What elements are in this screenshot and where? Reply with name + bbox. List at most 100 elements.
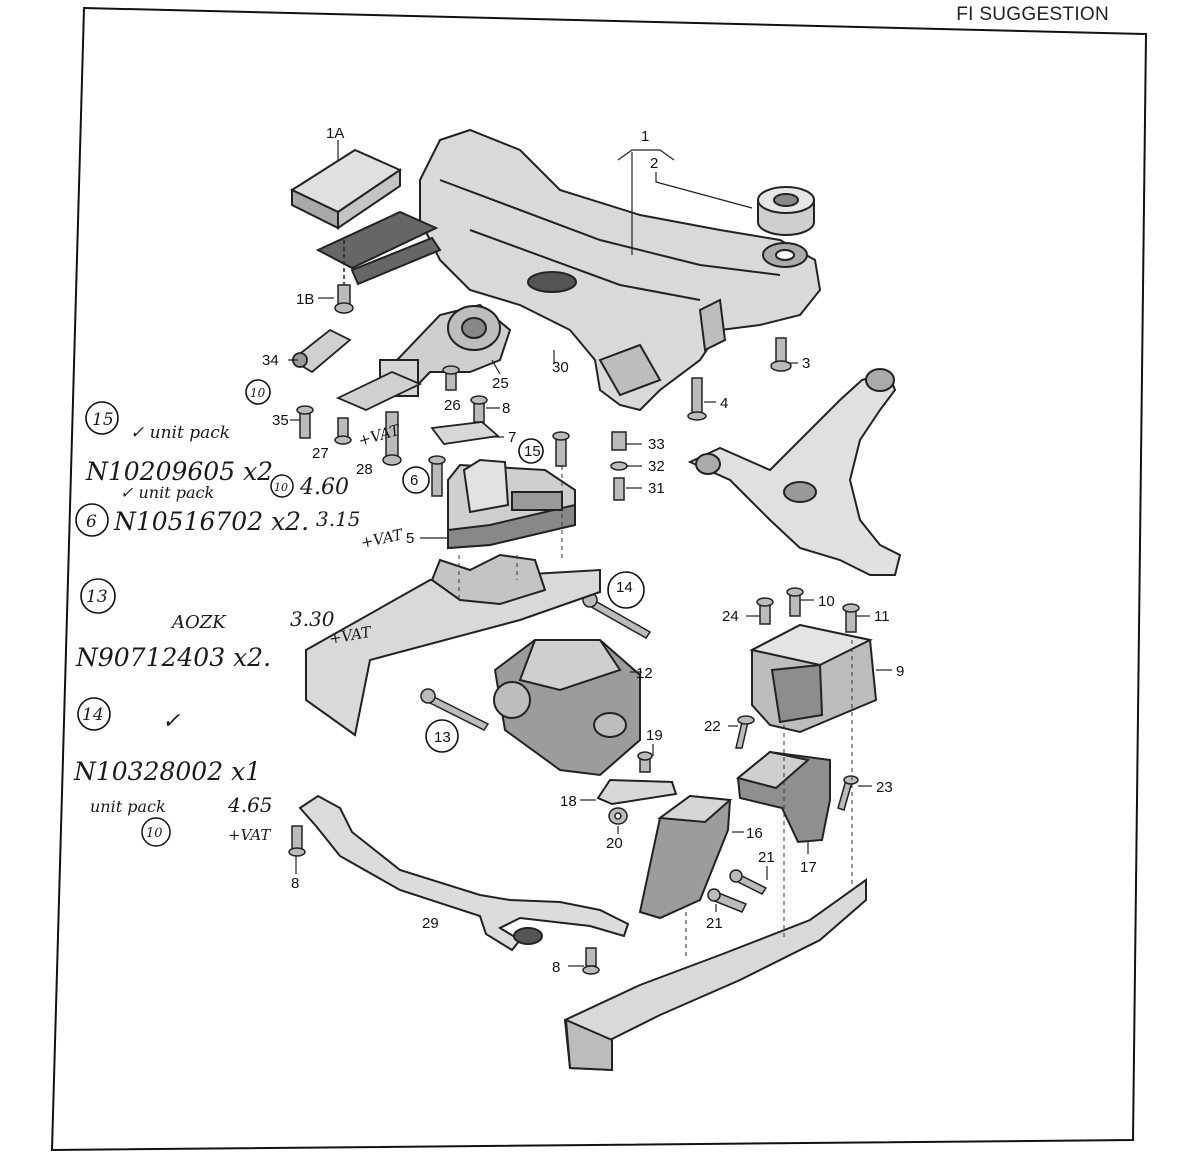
bolt-35 [296, 405, 314, 439]
mount-plate-1A [289, 148, 442, 286]
handwritten-price-15: 4.60 [299, 475, 349, 500]
callout-14: 14 [616, 579, 633, 596]
handwritten-part-14: N10328002 x1 [73, 757, 261, 786]
handwritten-circle-10-b [270, 474, 294, 498]
leader-lines [288, 140, 892, 967]
bolt-24 [756, 597, 774, 625]
callout-4: 4 [720, 395, 728, 412]
callout-30: 30 [552, 359, 569, 376]
callout-12: 12 [636, 665, 653, 682]
callout-35: 35 [272, 412, 289, 429]
callout-8-left: 8 [291, 875, 299, 892]
callout-20: 20 [606, 835, 623, 852]
bolt-8-bottom [582, 947, 600, 975]
handwritten-price-14: 4.65 [227, 793, 273, 817]
subframe-30 [419, 128, 822, 412]
bolt-27 [334, 417, 352, 445]
bolt-8-left [288, 825, 306, 857]
callout-33: 33 [648, 436, 665, 453]
handwritten-circle-14-text: 14 [82, 705, 104, 725]
nut-20 [608, 807, 628, 825]
bolt-19 [637, 751, 653, 773]
callout-labels: 1 2 1A 1B 3 4 30 25 34 26 8 35 7 27 28 1… [262, 125, 904, 976]
callout-7: 7 [508, 429, 516, 446]
bolt-28 [382, 411, 402, 466]
callout-25: 25 [492, 375, 509, 392]
bolt-4 [687, 377, 707, 421]
handwritten-notes: 15 ✓ unit pack N10209605 x2 ✓ unit pack … [73, 401, 405, 847]
handwritten-label-13: AOZK [170, 612, 227, 633]
handwritten-unit-pack-1: ✓ unit pack [130, 423, 230, 443]
callout-26: 26 [444, 397, 461, 414]
bolt-6 [428, 455, 446, 497]
handwritten-circle-13-text: 13 [86, 587, 108, 607]
bracket-18 [596, 778, 678, 806]
page-border [50, 6, 1148, 1152]
handwritten-tick-14: ✓ [162, 709, 181, 734]
bolt-26 [442, 365, 460, 391]
handwritten-part-13: N90712403 x2. [75, 643, 271, 672]
callout-15: 15 [524, 443, 541, 460]
handwritten-circle-10-diagram: 10 [250, 386, 266, 400]
bolt-11 [842, 603, 860, 633]
callout-5: 5 [406, 530, 414, 547]
handwritten-circle-13 [80, 578, 116, 614]
handwritten-circle-6 [75, 503, 109, 537]
engine-fragment-middle [305, 553, 601, 737]
callout-18: 18 [560, 793, 577, 810]
callout-21-lower: 21 [706, 915, 723, 932]
handwritten-unit-pack-2: ✓ unit pack [120, 483, 214, 502]
bolt-14 [582, 592, 652, 639]
handwritten-vat-14: +VAT [228, 826, 271, 844]
callout-2: 2 [650, 155, 658, 172]
callout-21-upper: 21 [758, 849, 775, 866]
hand-circles-on-diagram [245, 379, 645, 753]
engine-fragment-bottom [563, 878, 867, 1072]
handwritten-unit-pack-3: unit pack [90, 797, 166, 816]
handwritten-price-6: 3.15 [316, 507, 361, 531]
bolt-13 [420, 688, 490, 731]
callout-34: 34 [262, 352, 279, 369]
callout-8-top: 8 [502, 400, 510, 417]
bolt-10 [786, 587, 804, 617]
bolt-1B [334, 240, 354, 314]
bracket-16 [638, 794, 733, 920]
callout-24: 24 [722, 608, 739, 625]
callout-17: 17 [800, 859, 817, 876]
handwritten-vat-6: +VAT [359, 525, 405, 552]
gearbox-mount-9 [749, 623, 878, 734]
control-arm [687, 368, 902, 576]
callout-23: 23 [876, 779, 893, 796]
callout-31: 31 [648, 480, 665, 497]
callout-32: 32 [648, 458, 665, 475]
engine-mount-5 [447, 458, 576, 550]
fastener-stack-31-33 [610, 431, 628, 501]
callout-28: 28 [356, 461, 373, 478]
handwritten-circle-10-b-text: 10 [274, 481, 288, 494]
bolt-22 [735, 715, 755, 749]
callout-8-bottom: 8 [552, 959, 560, 976]
callout-9: 9 [896, 663, 904, 680]
handwritten-circle-15 [85, 401, 119, 435]
bolt-3 [770, 337, 792, 372]
handwritten-price-13: 3.30 [290, 607, 335, 631]
callout-22: 22 [704, 718, 721, 735]
bolt-21-upper [729, 869, 768, 895]
bracket-7 [430, 421, 501, 445]
bolt-23 [837, 775, 859, 811]
callout-11: 11 [874, 608, 890, 625]
callout-1A: 1A [326, 125, 344, 142]
callout-13: 13 [434, 729, 451, 746]
callout-19: 19 [646, 727, 663, 744]
callout-10: 10 [818, 593, 835, 610]
handwritten-circle-6-text: 6 [86, 512, 97, 532]
handwritten-part-15: N10209605 x2 [85, 457, 273, 486]
torque-arm-25 [376, 303, 512, 397]
callout-1B: 1B [296, 291, 314, 308]
callout-1: 1 [641, 128, 649, 145]
gearbox-bracket-12 [493, 639, 641, 777]
bolt-15 [552, 431, 570, 467]
handwritten-circle-14 [77, 697, 111, 731]
callout-3: 3 [802, 355, 810, 372]
